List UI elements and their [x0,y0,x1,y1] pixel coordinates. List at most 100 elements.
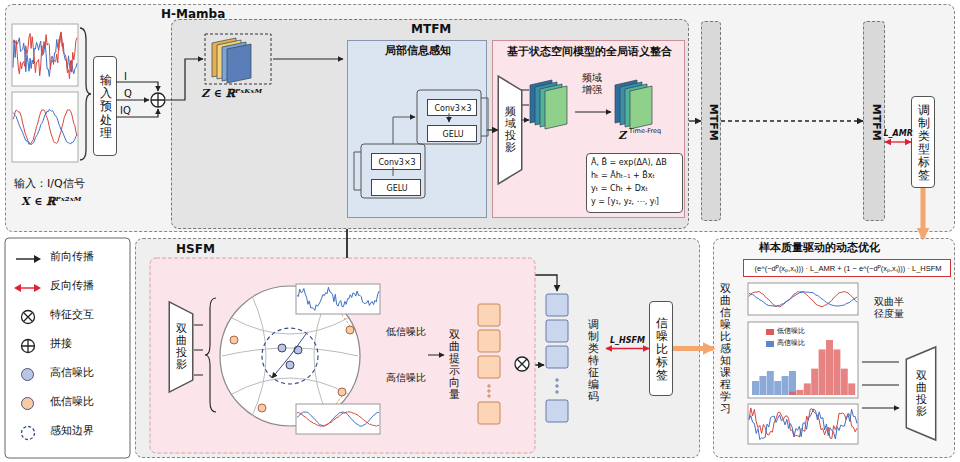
connector [689,120,701,121]
histogram-bar [789,371,796,395]
legend-swatch [21,397,34,410]
legend-symbol [14,280,42,296]
prompt-vector-cells [478,304,500,424]
waveform [297,412,379,426]
legend-text: 前向传播 [50,251,94,264]
waveform [749,409,857,440]
waveform [297,287,379,310]
legend-text: 拼接 [50,338,72,351]
feature-stacks [212,38,652,129]
node-text: hₜ = Āhₜ₋₁ + B̄xₜ [591,171,655,180]
histogram-bar [759,376,766,395]
node-text: 基于状态空间模型的全局语义整合 [507,45,672,57]
circle-shape [22,311,35,324]
label-text: Q [124,88,132,100]
waveform [297,412,379,426]
legend-row: 高信噪比 [14,367,124,383]
node-text: 双曲提示向量 [449,329,460,402]
label-text: Z ∈ ℝᴾˣᴷˣᴹ [202,88,262,101]
module-box: MTFM [863,21,885,221]
node-text: MTFM [869,103,882,140]
label-text: IQ [120,105,131,117]
node-text: 信噪比标签 [656,317,668,383]
legend-row: 特征交互 [14,309,124,325]
formula-box: Ā, B̄ = exp(ΔA), ΔBhₜ = Āhₜ₋₁ + B̄xₜyₜ =… [586,153,683,213]
legend-frame [5,238,130,458]
projection-trapezoid: 频域投影 [498,75,522,185]
histogram-bar [811,369,818,395]
label-text: 双曲半径度量 [873,296,905,319]
label-text: 输入：I/Q信号 [14,178,85,191]
node-text: Conv3×3 [379,158,416,167]
node-text: Conv3×3 [435,104,472,113]
path-shape [34,255,41,263]
trapezoid [498,76,522,184]
node-text: Ā, B̄ = exp(ΔA), ΔB [591,158,667,167]
layer-box: Conv3×3 [371,153,421,170]
node-text: (e^(−dᴾ(xₚ,xₛ))) · L_AMR + (1 − e^(−dᴾ(x… [755,265,942,274]
legend-row: 拼接 [14,338,124,354]
waveform [749,292,857,307]
histogram-bar [819,349,826,395]
histogram-bar [782,376,789,395]
brace [80,28,91,160]
feature-code-cells [546,294,568,422]
label-text: 高信噪比 [386,372,426,384]
trapezoid [169,302,193,392]
histogram-bar [796,390,803,395]
process-box: 输入预处理 [93,56,117,156]
label-text: Z [619,130,627,143]
legend-row: 感知边界 [14,425,124,441]
label-text: 低信噪比 [386,326,426,338]
label-box: 信噪比标签 [649,301,673,396]
waveforms [13,32,857,440]
projection-trapezoid: 双曲投影 [906,346,936,441]
outer-panel: H-Mamba 输入预处理 MTFM 局部信息感知 Conv3×3GELU Conv3×3… [5,4,955,232]
label-text: 低信噪比 [777,327,805,335]
waveform [13,32,77,79]
histogram-bar [774,381,781,395]
node-text: MTFM [706,103,719,140]
waveform [749,408,857,439]
trapezoid [906,347,935,440]
node-text: 调制类特征编码 [588,319,599,404]
node-text: 双曲投影 [916,370,927,418]
connector [673,346,713,351]
layer-box: Conv3×3 [427,99,477,116]
connector [487,129,498,130]
histogram-bar [848,383,855,395]
node-text: MTFM [411,23,451,37]
layer-box: GELU [371,179,421,196]
path-shape [14,284,41,292]
legend-text: 低信噪比 [50,396,94,409]
poincare-disk [220,284,380,434]
module-box: MTFM [701,21,721,221]
circle-shape [22,427,35,440]
node-text: 双曲投影 [176,323,187,371]
circle-shape [22,340,35,353]
node-text: y = [y₁, y₂, ⋯, yₗ] [591,197,659,206]
node-text: H-Mamba [161,8,225,22]
residual-blocks [354,90,488,198]
connector [885,141,911,142]
legend-row: 反向传播 [14,280,124,296]
legend-swatch [21,368,34,381]
label-box: 调制类型标签 [911,96,935,188]
feature-slab [227,44,251,83]
legend-text: 反向传播 [50,280,94,293]
curriculum-plots [748,283,899,444]
histogram-bar [789,392,796,395]
histogram-bar [752,381,759,395]
node-text: 调制类型标签 [918,104,930,183]
histogram-bar [767,371,774,395]
connector [921,188,926,238]
projection-trapezoid: 双曲投影 [169,301,193,393]
label-text: X ∈ ℝᴾˣ²ˣᴹ [22,196,81,209]
label-text: 频域增强 [581,72,603,95]
path-shape [24,313,33,322]
node-text: 局部信息感知 [385,45,451,58]
waveform [13,110,77,145]
path-shape [22,340,35,353]
input-waveform-frames [12,24,78,162]
legend-symbol [14,425,42,441]
